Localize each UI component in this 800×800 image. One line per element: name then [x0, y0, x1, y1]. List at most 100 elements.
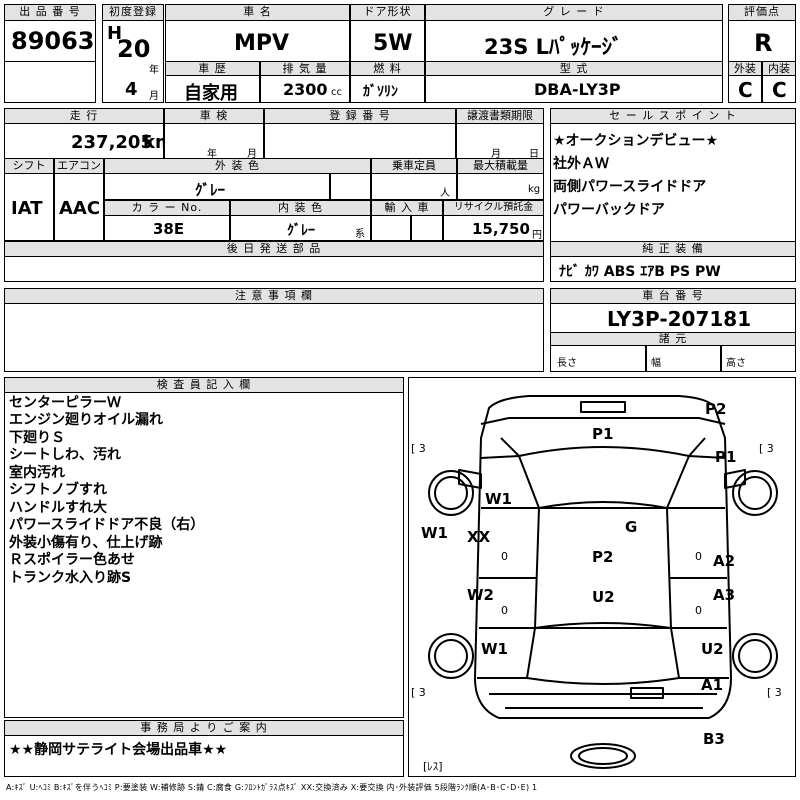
- inspection-year: 年: [207, 149, 217, 160]
- interior-color-label: 内 装 色: [230, 200, 371, 216]
- mark-a2: A2: [713, 552, 736, 570]
- year-unit: 年: [149, 65, 159, 76]
- interior-color-unit: 系: [355, 229, 365, 240]
- first-registration-label: 初度登録: [102, 4, 164, 21]
- transfer-day: 日: [529, 149, 539, 160]
- capacity-cell: 人: [371, 173, 457, 200]
- exterior-color-label: 外 装 色: [104, 158, 371, 174]
- caution-cell: [4, 303, 544, 372]
- interior-grade-cell: C: [762, 75, 796, 103]
- mark-3-left: [ 3: [411, 442, 426, 455]
- fuel: ｶﾞｿﾘﾝ: [363, 84, 398, 100]
- inspector-note: 外装小傷有り、仕上げ跡: [9, 535, 163, 551]
- lot-number-label: 出 品 番 号: [4, 4, 96, 21]
- height-cell: 高さ: [721, 345, 796, 372]
- shift-cell: IAT: [4, 173, 54, 241]
- inspector-note: 下廻りＳ: [9, 430, 65, 446]
- grade-cell: 23S Lﾊﾟｯｹｰｼﾞ: [425, 20, 723, 62]
- displacement-label: 排 気 量: [260, 61, 350, 76]
- equipment-items: ﾅﾋﾞ ｶﾜ ABS ｴｱB PS PW: [559, 264, 721, 280]
- inspection-cell: 年 月: [164, 123, 264, 160]
- mark-xx: XX: [467, 528, 491, 546]
- registration-year: 20: [117, 35, 151, 63]
- inspector-note: 室内汚れ: [9, 465, 65, 481]
- mark-zero: 0: [695, 604, 702, 617]
- max-load-unit: kg: [528, 184, 541, 195]
- registration-number-cell: [264, 123, 456, 159]
- model-cell: DBA-LY3P: [425, 75, 723, 103]
- inspector-note: トランク水入り跡S: [9, 570, 132, 586]
- import-cell: [371, 215, 411, 241]
- max-load-label: 最大積載量: [457, 158, 544, 174]
- inspector-note: Ｒスポイラー色あせ: [9, 552, 135, 568]
- mark-w1-rear-left: W1: [481, 640, 508, 658]
- color-number-cell: 38E: [104, 215, 230, 241]
- model: DBA-LY3P: [534, 80, 621, 99]
- chassis-cell: LY3P-207181: [550, 303, 796, 333]
- mark-w2: W2: [467, 586, 494, 604]
- displacement: 2300: [283, 80, 328, 99]
- lot-number-blank: [4, 61, 96, 103]
- legend: A:ｷｽﾞ U:ﾍｺﾐ B:ｷｽﾞを伴うﾍｺﾐ P:要塗装 W:補修跡 S:錆 …: [6, 783, 538, 792]
- shift: IAT: [11, 198, 43, 219]
- exterior-grade-label: 外装: [728, 61, 762, 76]
- fuel-label: 燃 料: [350, 61, 425, 76]
- mark-w1-front-left: W1: [485, 490, 512, 508]
- mileage: 237,205: [71, 132, 153, 153]
- transfer-month: 月: [491, 149, 501, 160]
- chassis-number: LY3P-207181: [607, 307, 752, 331]
- office-label: 事 務 局 よ り ご 案 内: [4, 720, 404, 736]
- mileage-label: 走 行: [4, 108, 164, 124]
- color-number: 38E: [153, 220, 185, 238]
- history: 自家用: [184, 83, 238, 104]
- model-label: 型 式: [425, 61, 723, 76]
- displacement-unit: cc: [331, 87, 342, 98]
- chassis-label: 車 台 番 号: [550, 288, 796, 304]
- capacity-unit: 人: [440, 188, 450, 199]
- recycle-fee: 15,750: [472, 220, 530, 238]
- score-label: 評価点: [728, 4, 796, 21]
- grade-label: グ レ ー ド: [425, 4, 723, 21]
- exterior-color-cell: ｸﾞﾚｰ: [104, 173, 330, 200]
- specs-label: 諸 元: [550, 332, 796, 346]
- import-label: 輸 入 車: [371, 200, 443, 216]
- import-cell-2: [411, 215, 443, 241]
- office-cell: ★★静岡サテライト会場出品車★★: [4, 735, 404, 777]
- transfer-deadline-cell: 月 日: [456, 123, 544, 160]
- height-label: 高さ: [726, 358, 746, 369]
- mark-u2-center: U2: [592, 588, 615, 606]
- car-name-label: 車 名: [165, 4, 350, 21]
- sales-points-label: セ ー ル ス ポ イ ン ト: [550, 108, 796, 124]
- car-name-cell: MPV: [165, 20, 350, 62]
- mark-b3-rear: B3: [703, 730, 725, 748]
- era: H: [107, 23, 123, 44]
- score: R: [754, 29, 773, 57]
- inspector-note: エンジン廻りオイル漏れ: [9, 412, 163, 428]
- office-message: ★★静岡サテライト会場出品車★★: [9, 742, 228, 758]
- recycle-unit: 円: [532, 230, 542, 241]
- inspector-note: センターピラーＷ: [9, 395, 121, 411]
- transfer-deadline-label: 譲渡書類期限: [456, 108, 544, 124]
- mark-p1-right: P1: [715, 448, 737, 466]
- exterior-color: ｸﾞﾚｰ: [195, 181, 226, 199]
- max-load-cell: kg: [457, 173, 544, 200]
- mark-g: G: [625, 518, 638, 536]
- mark-zero: 0: [695, 550, 702, 563]
- mark-p2-top: P2: [705, 400, 727, 418]
- recycle-label: リサイクル預託金: [443, 200, 544, 216]
- mark-zero: 0: [501, 604, 508, 617]
- exterior-grade: C: [738, 78, 753, 102]
- car-name: MPV: [234, 31, 290, 56]
- registration-month: 4: [125, 79, 138, 100]
- displacement-cell: 2300 cc: [260, 75, 350, 103]
- width-label: 幅: [651, 358, 661, 369]
- mileage-cell: 237,205 km: [4, 123, 174, 159]
- later-parts-cell: [4, 256, 544, 282]
- exterior-color-extra: [330, 173, 371, 200]
- mark-3-bottom-left: [ 3: [411, 686, 426, 699]
- inspector-note: ハンドルすれ大: [9, 500, 107, 516]
- mark-p1-top: P1: [592, 425, 614, 443]
- aircon-label: エアコン: [54, 158, 104, 174]
- sales-point: パワーバックドア: [553, 202, 665, 218]
- sales-point: 社外ＡＷ: [553, 156, 609, 172]
